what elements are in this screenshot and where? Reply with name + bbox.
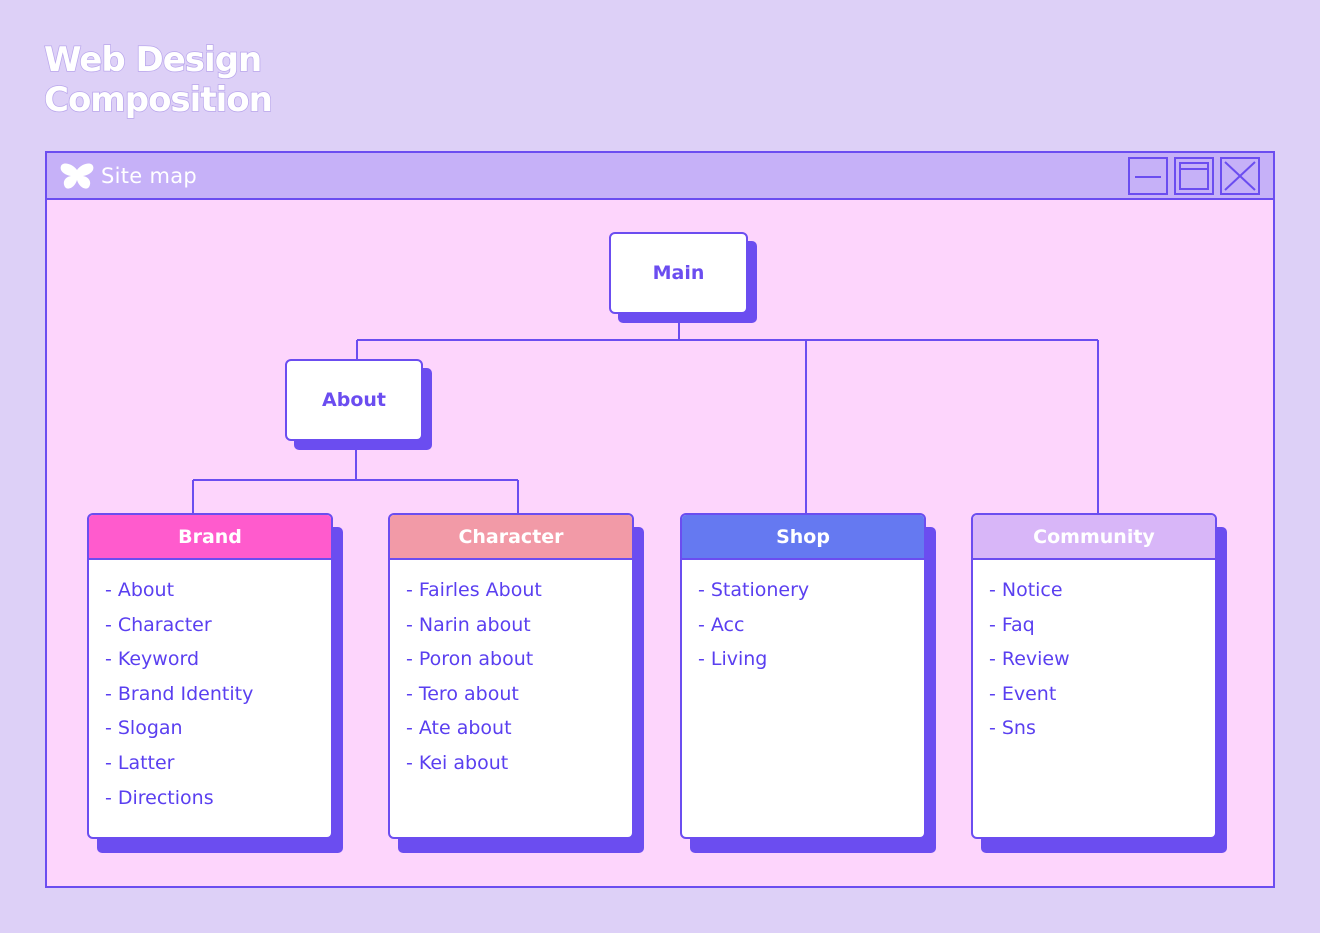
list-dash: -: [406, 682, 413, 705]
list-dash: -: [105, 751, 112, 774]
list-item[interactable]: -Slogan: [105, 715, 331, 750]
list-item[interactable]: -Event: [989, 681, 1215, 716]
list-item[interactable]: -Directions: [105, 785, 331, 820]
list-dash: -: [989, 682, 996, 705]
node-about[interactable]: About: [285, 359, 432, 450]
list-item[interactable]: -About: [105, 577, 331, 612]
list-dash: -: [105, 579, 112, 601]
list-dash: -: [105, 682, 112, 705]
list-item[interactable]: -Narin about: [406, 612, 632, 647]
node-about-label: About: [285, 359, 423, 441]
list-item-label: Brand Identity: [117, 682, 254, 705]
list-item[interactable]: -Character: [105, 612, 331, 647]
card-item-list: -Stationery-Acc-Living: [682, 560, 924, 681]
list-dash: -: [698, 579, 705, 601]
list-item[interactable]: -Latter: [105, 750, 331, 785]
list-item-label: Slogan: [117, 717, 183, 740]
minimize-icon: [1135, 176, 1161, 178]
node-main[interactable]: Main: [609, 232, 757, 323]
list-item[interactable]: -Poron about: [406, 646, 632, 681]
list-dash: -: [105, 786, 112, 809]
list-item-label: Sns: [1001, 717, 1036, 740]
close-button[interactable]: [1220, 157, 1260, 195]
category-card: Community-Notice-Faq-Review-Event-Sns: [971, 513, 1227, 853]
list-dash: -: [698, 613, 705, 636]
list-item[interactable]: -Living: [698, 646, 924, 681]
list-item-label: Kei about: [418, 751, 509, 774]
list-item-label: Directions: [117, 786, 214, 809]
list-item[interactable]: -Tero about: [406, 681, 632, 716]
category-card: Brand-About-Character-Keyword-Brand Iden…: [87, 513, 343, 853]
card-body: Community-Notice-Faq-Review-Event-Sns: [971, 513, 1217, 839]
list-item-label: Poron about: [418, 648, 534, 671]
list-item[interactable]: -Acc: [698, 612, 924, 647]
list-dash: -: [989, 579, 996, 601]
window-title: Site map: [101, 164, 198, 188]
list-item-label: About: [117, 579, 175, 601]
butterfly-icon: [60, 163, 94, 189]
list-item[interactable]: -Kei about: [406, 750, 632, 785]
category-card: Character-Fairles About-Narin about-Poro…: [388, 513, 644, 853]
list-item-label: Character: [117, 613, 212, 636]
list-item[interactable]: -Stationery: [698, 577, 924, 612]
page-title-line-1: Web Design: [43, 39, 263, 81]
list-item[interactable]: -Ate about: [406, 715, 632, 750]
list-dash: -: [989, 613, 996, 636]
list-item[interactable]: -Keyword: [105, 646, 331, 681]
card-header[interactable]: Shop: [682, 515, 924, 560]
list-item-label: Stationery: [710, 579, 810, 601]
list-dash: -: [406, 717, 413, 740]
window-titlebar[interactable]: Site map: [47, 153, 1273, 200]
list-item[interactable]: -Brand Identity: [105, 681, 331, 716]
card-item-list: -Notice-Faq-Review-Event-Sns: [973, 560, 1215, 750]
list-dash: -: [406, 613, 413, 636]
card-header[interactable]: Brand: [89, 515, 331, 560]
list-item-label: Keyword: [117, 648, 200, 671]
minimize-button[interactable]: [1128, 157, 1168, 195]
node-main-label: Main: [609, 232, 748, 314]
card-body: Shop-Stationery-Acc-Living: [680, 513, 926, 839]
list-item-label: Tero about: [418, 682, 519, 705]
list-item-label: Living: [710, 648, 768, 671]
list-dash: -: [989, 717, 996, 740]
list-item[interactable]: -Faq: [989, 612, 1215, 647]
list-item[interactable]: -Review: [989, 646, 1215, 681]
card-body: Brand-About-Character-Keyword-Brand Iden…: [87, 513, 333, 839]
list-item[interactable]: -Notice: [989, 577, 1215, 612]
page-title-line-2: Composition: [43, 79, 273, 121]
list-item-label: Notice: [1001, 579, 1063, 601]
list-item-label: Review: [1001, 648, 1070, 671]
close-icon: [1224, 161, 1256, 191]
card-item-list: -Fairles About-Narin about-Poron about-T…: [390, 560, 632, 785]
list-item-label: Faq: [1001, 613, 1035, 636]
list-dash: -: [406, 579, 413, 601]
list-item-label: Event: [1001, 682, 1057, 705]
list-item-label: Fairles About: [418, 579, 542, 601]
list-dash: -: [105, 717, 112, 740]
list-item-label: Latter: [117, 751, 175, 774]
list-item-label: Narin about: [418, 613, 531, 636]
list-dash: -: [105, 613, 112, 636]
list-dash: -: [406, 648, 413, 671]
list-item[interactable]: -Sns: [989, 715, 1215, 750]
list-item[interactable]: -Fairles About: [406, 577, 632, 612]
maximize-button[interactable]: [1174, 157, 1214, 195]
card-item-list: -About-Character-Keyword-Brand Identity-…: [89, 560, 331, 819]
list-item-label: Ate about: [418, 717, 512, 740]
list-dash: -: [406, 751, 413, 774]
card-body: Character-Fairles About-Narin about-Poro…: [388, 513, 634, 839]
page-title: Web Design Composition: [43, 39, 273, 121]
category-card: Shop-Stationery-Acc-Living: [680, 513, 936, 853]
list-dash: -: [698, 648, 705, 671]
maximize-icon: [1179, 162, 1209, 190]
list-item-label: Acc: [710, 613, 745, 636]
list-dash: -: [989, 648, 996, 671]
card-header[interactable]: Character: [390, 515, 632, 560]
card-header[interactable]: Community: [973, 515, 1215, 560]
list-dash: -: [105, 648, 112, 671]
